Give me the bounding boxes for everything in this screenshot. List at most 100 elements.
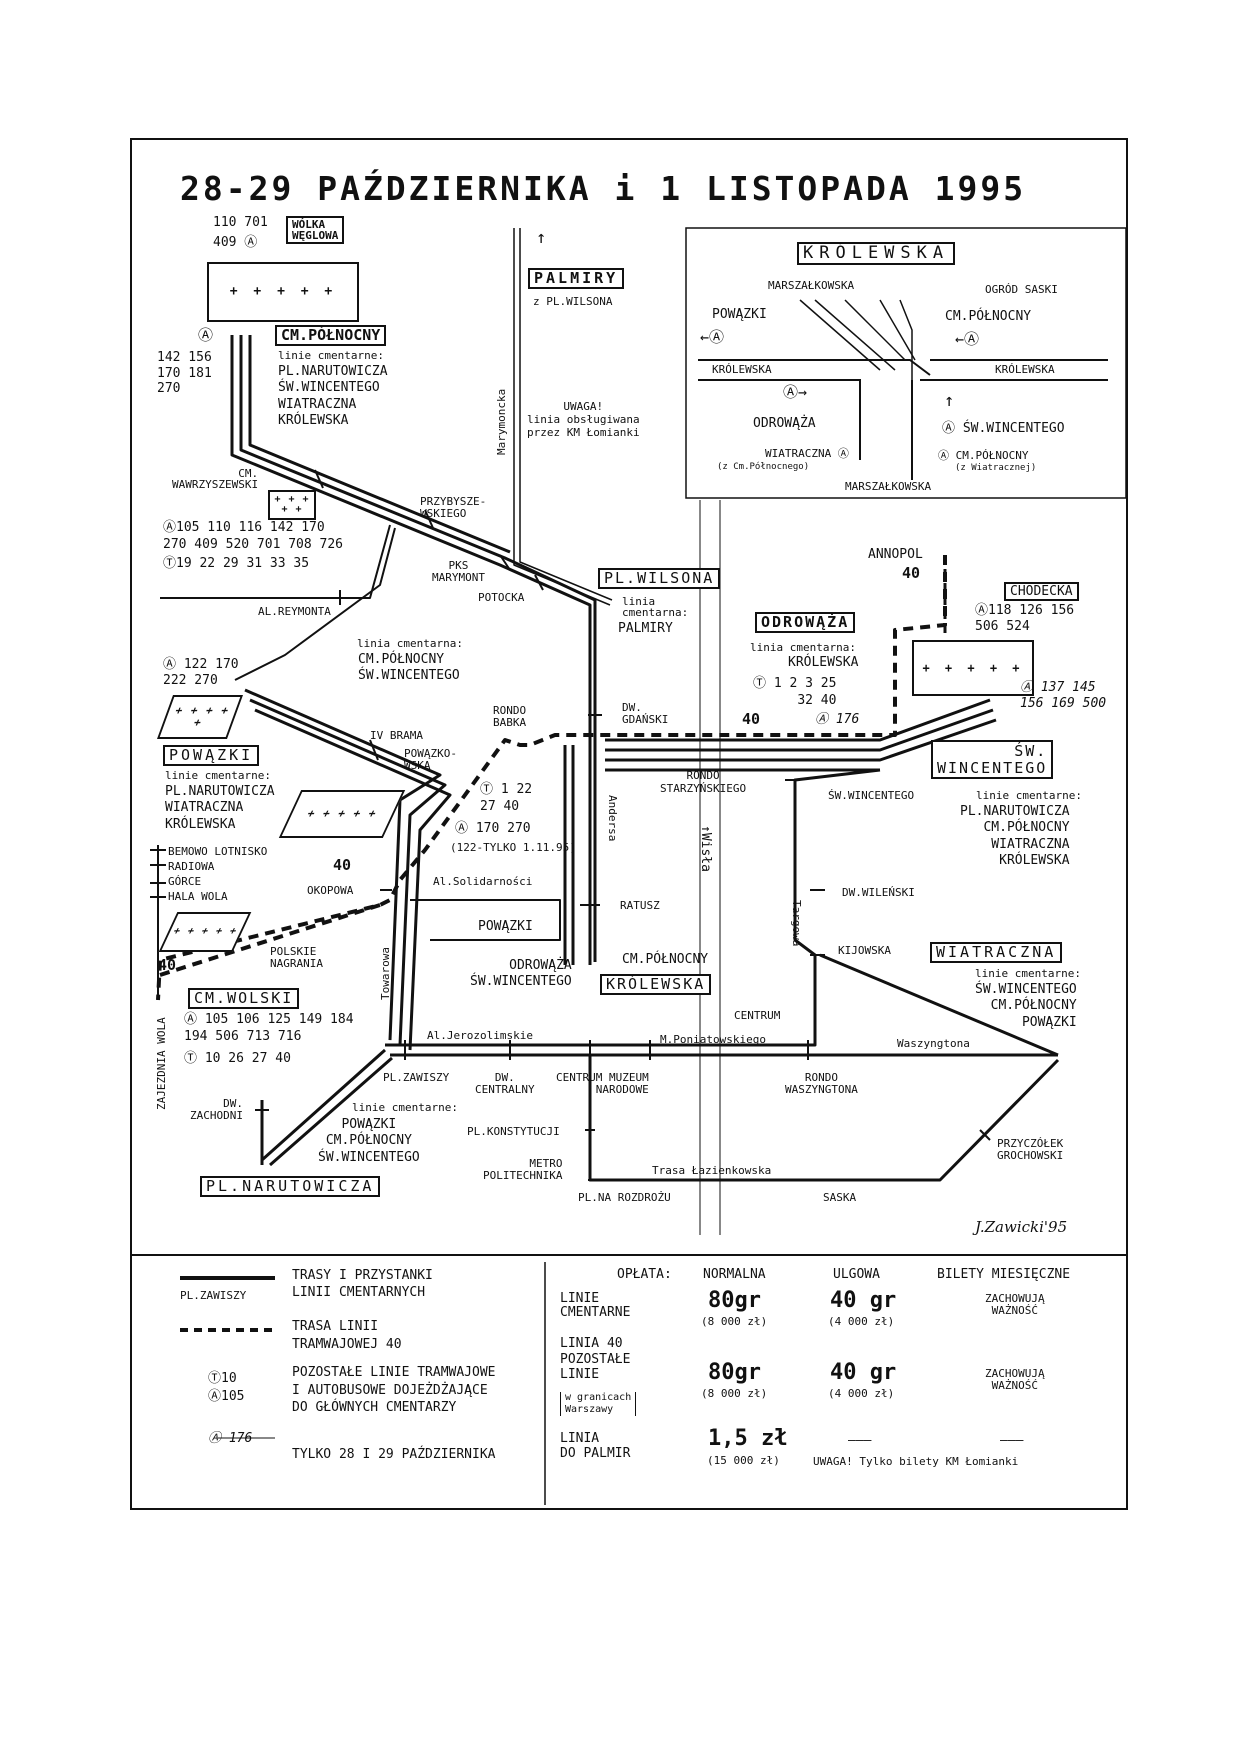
al-jerozolimskie-street: Al.Jerozolimskie [427, 1029, 533, 1042]
wisla-river: ↑Wisła [698, 825, 713, 872]
palmiry-arrow: ↑ [536, 228, 547, 248]
wolka-weglowa-label: WÓLKA WĘGLOWA [286, 216, 345, 244]
author-signature: J.Zawicki'95 [975, 1218, 1068, 1236]
sw-wincentego-cem-label: linie cmentarne: [976, 789, 1082, 802]
al-solidarnosci-street: Al.Solidarności [433, 875, 533, 888]
przyczolek-stop: PRZYCZÓŁEK GROCHOWSKI [997, 1137, 1064, 1163]
fare-line40-label: LINIA 40 POZOSTAŁE LINIE [560, 1336, 631, 1383]
cm-polnocny-mid-lines: CM.PÓŁNOCNY ŚW.WINCENTEGO [358, 652, 460, 684]
powazki-cem-label: linie cmentarne: [165, 769, 271, 782]
inset-ogrod-saski: OGRÓD SASKI [985, 283, 1058, 296]
fare-palmiry-monthly: ——— [1000, 1433, 1024, 1448]
powazki-arrow-label: POWĄZKI [478, 919, 533, 934]
fare-line40-normal-old: (8 000 zł) [701, 1387, 768, 1400]
odrowaza-wincentego-lines: ODROWĄŻA ŚW.WINCENTEGO [470, 958, 572, 990]
fare-cem-monthly: ZACHOWUJĄ WAŻNOŚĆ [985, 1292, 1045, 1318]
sw-wincentego-stop: ŚW.WINCENTEGO [828, 789, 915, 802]
fare-palmiry-note: UWAGA! Tylko bilety KM Łomianki [813, 1455, 1019, 1468]
tram-lines-22-40: Ⓣ 1 22 27 40 [480, 782, 533, 814]
bus-170-270: Ⓐ 170 270 [455, 821, 531, 836]
inset-a-cm-polnocny: Ⓐ CM.PÓŁNOCNY [938, 449, 1029, 462]
wolka-lines-1: 110 701 [213, 215, 268, 230]
annopol-line-40: 40 [902, 564, 921, 582]
fare-cem-label: LINIE CMENTARNE [560, 1291, 631, 1321]
inset-z-wiatracznej: (z Wiatracznej) [955, 463, 1037, 473]
polskie-nagrania-stop: POLSKIE NAGRANIA [270, 945, 323, 971]
inset-z-cm-polnocnego: (z Cm.Północnego) [717, 462, 810, 472]
inset-a-wincentego: Ⓐ ŚW.WINCENTEGO [942, 421, 1065, 436]
okopowa-stop: OKOPOWA [307, 884, 354, 897]
fare-palmiry-label: LINIA DO PALMIR [560, 1431, 631, 1461]
fare-line40-reduced: 40 gr [830, 1360, 897, 1385]
cm-polnocny-mid-label: linia cmentarna: [357, 637, 463, 650]
al-reymonta-street: AL.REYMONTA [258, 605, 331, 618]
page-title: 28-29 PAŹDZIERNIKA i 1 LISTOPADA 1995 [180, 169, 1027, 208]
line-40-west: 40 [333, 856, 352, 874]
saska-stop: SASKA [823, 1191, 857, 1204]
line-40-east: 40 [742, 710, 761, 728]
inset-cm-polnocny: CM.PÓŁNOCNY [945, 309, 1032, 324]
cm-polnocny-small-label: CM.PÓŁNOCNY [622, 952, 709, 967]
legend-other-symbols: Ⓣ10 Ⓐ105 [208, 1371, 245, 1404]
potocka-stop: POTOCKA [478, 591, 525, 604]
line-40-wolski: 40 [158, 956, 177, 974]
towarowa-street: Towarowa [379, 947, 392, 1000]
pl-na-rozdrozu-stop: PL.NA ROZDROŻU [578, 1191, 671, 1204]
zajezdnia-wola-label: ZAJEZDNIA WOLA [155, 1017, 168, 1110]
chodecka-label: CHODECKA [1004, 582, 1079, 601]
trasa-lazienkowska-street: Trasa Łazienkowska [652, 1164, 772, 1177]
wiatraczna-cem-label: linie cmentarne: [975, 967, 1081, 980]
odrowaza-bus: Ⓐ 176 [815, 712, 860, 727]
cemetery-wawrzyszewski-symbol: + + + + + [268, 490, 316, 520]
inset-marszalkowska-top: MARSZAŁKOWSKA [768, 279, 855, 292]
cm-polnocny-bus-symbol: Ⓐ [198, 326, 214, 344]
legend-176-symbol: Ⓐ 176 [208, 1431, 253, 1446]
cemetery-brodnowski-symbol: + + + + + [912, 640, 1034, 696]
cm-polnocny-cem-label: linie cmentarne: [278, 349, 384, 362]
fare-palmiry-reduced: ——— [848, 1433, 872, 1448]
wiatraczna-cem-lines: ŚW.WINCENTEGO CM.PÓŁNOCNY POWĄZKI [975, 982, 1077, 1030]
map-frame [130, 138, 1128, 1510]
powazki-cem-lines: PL.NARUTOWICZA WIATRACZNA KRÓLEWSKA [165, 784, 275, 832]
powazkowska-stop: POWĄZKO- WSKA [404, 747, 457, 773]
chodecka-bus: Ⓐ118 126 156 506 524 [975, 603, 1075, 634]
wolka-lines-2: 409 Ⓐ [213, 235, 258, 250]
sw-wincentego-label: ŚW. WINCENTEGO [931, 740, 1054, 779]
cm-wawrzyszewski-label: CM. WAWRZYSZEWSKI [172, 467, 259, 491]
inset-krolewska-left: KRÓLEWSKA [712, 363, 772, 376]
rondo-starzynskiego-stop: RONDO STARZYŃSKIEGO [660, 769, 747, 795]
cm-polnocny-label: CM.PÓŁNOCNY [275, 325, 387, 346]
rondo-babka-stop: RONDO BABKA [493, 704, 527, 730]
legend-stop-example: PL.ZAWISZY [180, 1289, 247, 1302]
dw-gdanski-stop: DW. GDAŃSKI [622, 701, 669, 727]
andersa-street: Andersa [606, 795, 619, 842]
palmiry-label: PALMIRY [528, 268, 625, 289]
legend-line-40: TRASA LINII TRAMWAJOWEJ 40 [292, 1319, 402, 1353]
pl-wilsona-label: PL.WILSONA [598, 568, 721, 589]
legend-only-28-29: TYLKO 28 I 29 PAŹDZIERNIKA [292, 1447, 496, 1462]
fare-line40-sub: w granicach Warszawy [560, 1392, 637, 1416]
targowa-street: Targowa [790, 900, 803, 947]
odrowaza-cem-line: KRÓLEWSKA [788, 655, 859, 670]
m-poniatowskiego-street: M.Poniatowskiego [660, 1033, 766, 1046]
kijowska-stop: KIJOWSKA [838, 944, 891, 957]
narutowicza-cem-lines: POWĄZKI CM.PÓŁNOCNY ŚW.WINCENTEGO [318, 1117, 420, 1165]
inset-arrow-left-a: ←Ⓐ [700, 328, 725, 346]
rondo-waszyngtona-stop: RONDO WASZYNGTONA [785, 1071, 858, 1097]
centrum-muzeum-stop: CENTRUM MUZEUM NARODOWE [556, 1071, 649, 1097]
fare-header: OPŁATA: [617, 1267, 672, 1282]
dw-zachodni-stop: DW. ZACHODNI [190, 1097, 243, 1123]
west-stops: BEMOWO LOTNISKO RADIOWA GÓRCE HALA WOLA [168, 845, 268, 903]
ratusz-stop: RATUSZ [620, 899, 660, 912]
cm-wolski-bus: Ⓐ 105 106 125 149 184 194 506 713 716 [184, 1012, 354, 1044]
fare-cem-normal-old: (8 000 zł) [701, 1315, 768, 1328]
brodnowski-bus: Ⓐ 137 145 156 169 500 [1020, 680, 1107, 711]
fare-reduced-header: ULGOWA [833, 1267, 880, 1282]
centrum-label: CENTRUM [734, 1009, 781, 1022]
inset-wiatraczna: WIATRACZNA Ⓐ [765, 447, 849, 460]
inset-title: KRÓLEWSKA [797, 242, 956, 265]
przybyszewskiego-stop: PRZYBYSZE- WSKIEGO [420, 495, 487, 521]
tylko-note: (122-TYLKO 1.11.95) [450, 841, 576, 854]
uwaga-lomianki-note: UWAGA! linia obsługiwana przez KM Łomian… [527, 400, 640, 440]
cemetery-polnocny-symbol: + + + + + [207, 262, 359, 322]
